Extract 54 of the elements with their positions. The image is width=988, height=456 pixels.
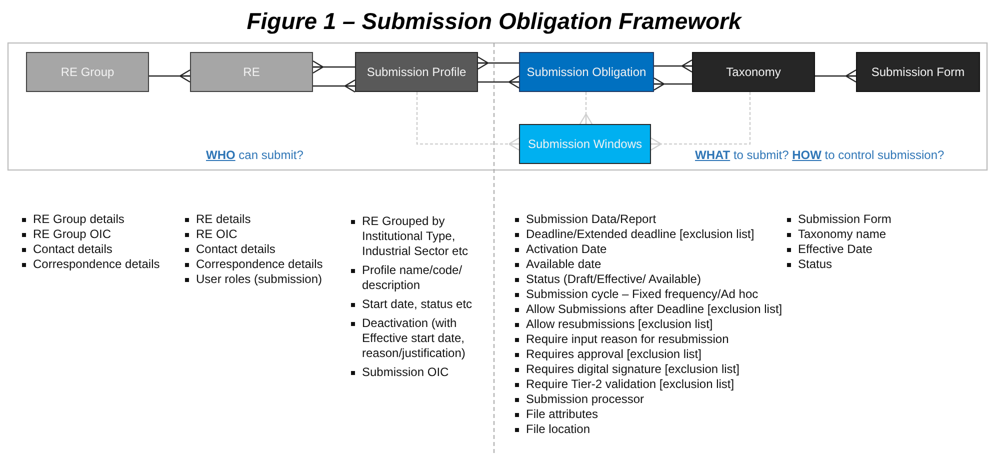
question-text: WHAT to submit? HOW to control submission?: [695, 148, 944, 162]
relationship-line: [477, 56, 519, 70]
entity-box: RE Group: [26, 52, 149, 92]
list-item-text: Contact details: [196, 242, 276, 257]
entity-box: Submission Obligation: [519, 52, 654, 92]
relationship-line: [654, 59, 693, 73]
list-item-text: Start date, status etc: [362, 297, 472, 312]
entity-box: Submission Form: [856, 52, 980, 92]
relationship-line: [650, 92, 751, 151]
list-item-text: Available date: [526, 257, 602, 272]
relationship-line: [312, 60, 355, 74]
list-item-text: Profile name/code/ description: [362, 263, 464, 293]
relationship-line: [653, 77, 692, 91]
list-item-text: Correspondence details: [196, 257, 323, 272]
list-item-text: Allow resubmissions [exclusion list]: [526, 317, 713, 332]
relationship-line: [313, 79, 356, 93]
list-item-text: Effective Date: [798, 242, 872, 257]
entity-box: Submission Profile: [355, 52, 478, 92]
entity-box: Taxonomy: [692, 52, 815, 92]
list-item-text: File attributes: [526, 407, 598, 422]
relationship-line: [478, 75, 520, 89]
list-item-text: RE OIC: [196, 227, 238, 242]
list-item-text: Submission cycle – Fixed frequency/Ad hoc: [526, 287, 758, 302]
list-item-text: Requires approval [exclusion list]: [526, 347, 702, 362]
list-item-text: Require Tier-2 validation [exclusion list]: [526, 377, 734, 392]
list-item-text: Allow Submissions after Deadline [exclusion list]: [526, 302, 782, 317]
list-item-text: RE details: [196, 212, 251, 227]
question-text: WHO can submit?: [206, 148, 304, 162]
list-item-text: Taxonomy name: [798, 227, 886, 242]
list-item-text: Submission Data/Report: [526, 212, 656, 227]
list-item-text: User roles (submission): [196, 272, 322, 287]
entity-box: Submission Windows: [519, 124, 651, 164]
relationship-line: [149, 69, 191, 83]
relationship-line: [815, 69, 857, 83]
list-item-text: Correspondence details: [33, 257, 160, 272]
list-item-text: Contact details: [33, 242, 112, 257]
list-item-text: Submission OIC: [362, 365, 449, 380]
list-item-text: Requires digital signature [exclusion list]: [526, 362, 740, 377]
title: Figure 1 – Submission Obligation Framework: [246, 8, 743, 35]
list-item-text: Submission processor: [526, 392, 644, 407]
list-item-text: Require input reason for resubmission: [526, 332, 729, 347]
relationship-line: [579, 92, 593, 125]
list-item-text: Activation Date: [526, 242, 607, 257]
list-item-text: Status: [798, 257, 832, 272]
list-item-text: Status (Draft/Effective/ Available): [526, 272, 701, 287]
list-item-text: RE Group OIC: [33, 227, 112, 242]
list-item-text: RE Grouped by Institutional Type, Industrial Sector etc: [362, 214, 470, 259]
list-item-text: RE Group details: [33, 212, 124, 227]
list-item-text: Deadline/Extended deadline [exclusion list]: [526, 227, 754, 242]
list-item-text: Submission Form: [798, 212, 892, 227]
list-item-text: File location: [526, 422, 590, 437]
list-item-text: Deactivation (with Effective start date, reason/justification): [362, 316, 466, 361]
relationship-line: [416, 92, 520, 151]
entity-box: RE: [190, 52, 313, 92]
